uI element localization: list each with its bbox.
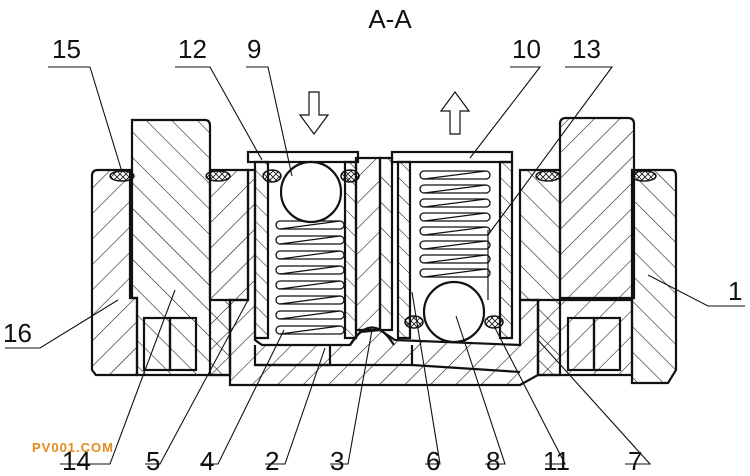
label-13: 13 <box>572 34 601 64</box>
center-bore <box>349 326 395 346</box>
label-9: 9 <box>247 34 261 64</box>
label-15: 15 <box>52 34 81 64</box>
inlet-spring <box>275 220 345 335</box>
outlet-spring-coil-wire <box>423 268 487 278</box>
inlet-spring-coil-wire <box>279 265 341 275</box>
inlet-spring-coil-wire <box>279 250 341 260</box>
section-title: A-A <box>368 4 412 34</box>
label-10: 10 <box>512 34 541 64</box>
label-5: 5 <box>146 446 160 476</box>
outlet-spring-coil-wire <box>423 254 487 264</box>
base-body <box>228 156 540 387</box>
outlet-spring-coil-wire <box>423 184 487 194</box>
label-11: 11 <box>543 446 570 476</box>
label-6: 6 <box>426 446 440 476</box>
seal-rings <box>109 170 657 182</box>
outlet-spring <box>419 170 491 278</box>
label-7: 7 <box>628 446 642 476</box>
outlet-arrow-icon <box>439 90 471 135</box>
inlet-spring-coil-wire <box>279 325 341 335</box>
label-14: 14 <box>62 446 91 476</box>
outlet-ball <box>422 280 486 344</box>
outlet-spring-coil-wire <box>423 212 487 222</box>
outlet-spring-coil-wire <box>423 240 487 250</box>
left-insert <box>130 118 232 377</box>
label-4: 4 <box>200 446 214 476</box>
inlet-spring-coil-wire <box>279 235 341 245</box>
inlet-arrow-icon <box>298 91 330 136</box>
inlet-valve <box>246 150 360 340</box>
label-8: 8 <box>486 446 500 476</box>
inlet-spring-coil-wire <box>279 280 341 290</box>
label-16: 16 <box>3 318 32 348</box>
part-labels: 15 12 9 10 13 1 16 14 5 4 2 3 6 8 11 7 <box>3 34 742 476</box>
label-2: 2 <box>265 446 279 476</box>
outlet-valve <box>390 150 514 344</box>
right-insert <box>536 116 636 377</box>
inlet-spring-coil-wire <box>279 310 341 320</box>
outlet-spring-coil-wire <box>423 198 487 208</box>
outlet-spring-coil-wire <box>423 170 487 180</box>
inlet-spring-coil-wire <box>279 295 341 305</box>
watermark: PV001.COM <box>32 440 114 455</box>
label-1: 1 <box>728 276 742 306</box>
label-3: 3 <box>330 446 344 476</box>
inlet-spring-coil-wire <box>279 220 341 230</box>
outlet-spring-coil-wire <box>423 226 487 236</box>
inlet-ball <box>279 160 343 224</box>
label-12: 12 <box>178 34 207 64</box>
leader-lines <box>5 66 745 465</box>
